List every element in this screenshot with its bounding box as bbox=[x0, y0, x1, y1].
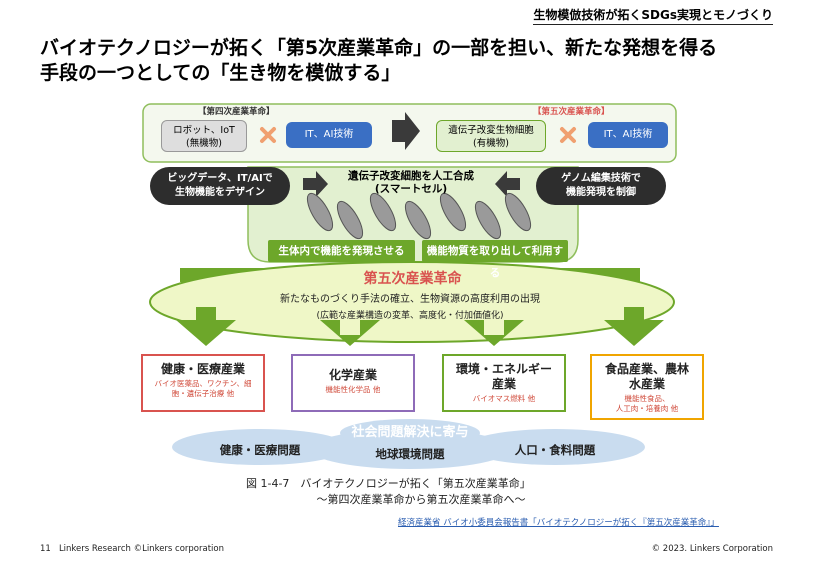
issue-population-food: 人口・食料問題 bbox=[514, 443, 596, 457]
title-line-2: 手段の一つとしての「生き物を模倣する」 bbox=[40, 62, 401, 84]
cross-icon-right bbox=[560, 127, 576, 143]
modified-cell-label: 遺伝子改変生物細胞 bbox=[448, 125, 534, 136]
industry-food-sub-2: 人工肉・培養肉 他 bbox=[615, 404, 679, 413]
smartcell-line-2: (スマートセル) bbox=[374, 183, 448, 195]
industry-food-title: 食品産業、農林 bbox=[604, 362, 689, 376]
robot-iot-label: ロボット、IoT bbox=[173, 125, 235, 136]
transition-arrow bbox=[392, 112, 420, 150]
bigdata-line-2: 生物機能をデザイン bbox=[175, 187, 265, 198]
robot-iot-sub: (無機物) bbox=[186, 138, 222, 149]
genome-line-2: 機能発現を制御 bbox=[566, 187, 636, 198]
fifth-revolution-ellipse bbox=[149, 261, 675, 343]
page-number: 11 bbox=[40, 544, 51, 554]
source-link[interactable]: 経済産業省 バイオ小委員会報告書「バイオテクノロジーが拓く『第五次産業革命』」 bbox=[398, 518, 719, 528]
header-tag: 生物模倣技術が拓くSDGs実現とモノづくり bbox=[533, 6, 773, 25]
industry-environment-title-2: 産業 bbox=[491, 377, 516, 391]
bigdata-pill: ビッグデータ、IT/AIで 生物機能をデザイン bbox=[150, 167, 290, 205]
fifth-revolution-desc-2: (広範な産業構造の変革、高度化・付加価値化) bbox=[316, 311, 504, 321]
footer-left: 11 Linkers Research ©Linkers corporation bbox=[40, 544, 224, 554]
footer-credit: Linkers Research ©Linkers corporation bbox=[58, 544, 224, 554]
cross-icon-left bbox=[260, 127, 276, 143]
genome-pill: ゲノム編集技術で 機能発現を制御 bbox=[536, 167, 666, 205]
industry-food-sub-1: 機能性食品、 bbox=[624, 394, 670, 403]
industry-food: 食品産業、農林 水産業 機能性食品、 人工肉・培養肉 他 bbox=[590, 354, 704, 420]
robot-iot-box: ロボット、IoT (無機物) bbox=[161, 120, 247, 152]
it-ai-box-left: IT、AI技術 bbox=[286, 122, 372, 148]
social-issues-cloud bbox=[172, 419, 645, 469]
fifth-revolution-desc-1: 新たなものづくり手法の確立、生物資源の高度利用の出現 bbox=[280, 294, 540, 305]
industry-health-sub-1: バイオ医薬品、ワクチン、細 bbox=[154, 379, 252, 388]
figure-caption-2: ～第四次産業革命から第五次産業革命へ～ bbox=[316, 493, 526, 506]
footer-copyright: © 2023. Linkers Corporation bbox=[651, 544, 773, 554]
industry-health: 健康・医療産業 バイオ医薬品、ワクチン、細 胞・遺伝子治療 他 bbox=[141, 354, 265, 412]
social-contribution-label: 社会問題解決に寄与 bbox=[351, 425, 469, 440]
modified-cell-sub: (有機物) bbox=[473, 138, 509, 149]
smartcell-line-1: 遺伝子改変細胞を人工合成 bbox=[348, 170, 474, 182]
figure-caption-1: 図 1-4-7 バイオテクノロジーが拓く「第五次産業革命」 bbox=[246, 477, 531, 490]
fifth-revolution-label: 【第五次産業革命】 bbox=[533, 107, 610, 117]
issue-environment: 地球環境問題 bbox=[375, 447, 445, 461]
express-in-body-bar: 生体内で機能を発現させる bbox=[268, 240, 415, 262]
it-ai-box-right: IT、AI技術 bbox=[588, 122, 668, 148]
industry-food-title-2: 水産業 bbox=[628, 377, 665, 391]
industry-environment-sub: バイオマス燃料 他 bbox=[472, 394, 536, 403]
bigdata-line-1: ビッグデータ、IT/AIで bbox=[167, 173, 273, 184]
smartcell-title: 遺伝子改変細胞を人工合成 (スマートセル) bbox=[330, 170, 492, 196]
industry-health-sub-2: 胞・遺伝子治療 他 bbox=[171, 389, 235, 398]
modified-cell-box: 遺伝子改変生物細胞 (有機物) bbox=[436, 120, 546, 152]
page-title: バイオテクノロジーが拓く「第5次産業革命」の一部を担い、新たな発想を得る 手段の… bbox=[40, 36, 800, 86]
issue-health: 健康・医療問題 bbox=[219, 443, 301, 457]
fourth-revolution-label: 【第四次産業革命】 bbox=[198, 107, 275, 117]
genome-line-1: ゲノム編集技術で bbox=[561, 173, 641, 184]
industry-chemical-title: 化学産業 bbox=[328, 368, 377, 382]
down-arrows bbox=[176, 307, 664, 346]
title-line-1: バイオテクノロジーが拓く「第5次産業革命」の一部を担い、新たな発想を得る bbox=[40, 37, 718, 59]
industry-chemical: 化学産業 機能性化学品 他 bbox=[291, 354, 415, 412]
fifth-revolution-title: 第五次産業革命 bbox=[363, 271, 462, 287]
industry-health-title: 健康・医療産業 bbox=[160, 362, 245, 376]
extract-bar: 機能物質を取り出して利用する bbox=[422, 240, 568, 279]
industry-environment-title: 環境・エネルギー bbox=[455, 362, 552, 376]
industry-environment: 環境・エネルギー 産業 バイオマス燃料 他 bbox=[442, 354, 566, 412]
industry-chemical-sub: 機能性化学品 他 bbox=[325, 385, 381, 394]
smart-cell-icons bbox=[306, 192, 532, 240]
